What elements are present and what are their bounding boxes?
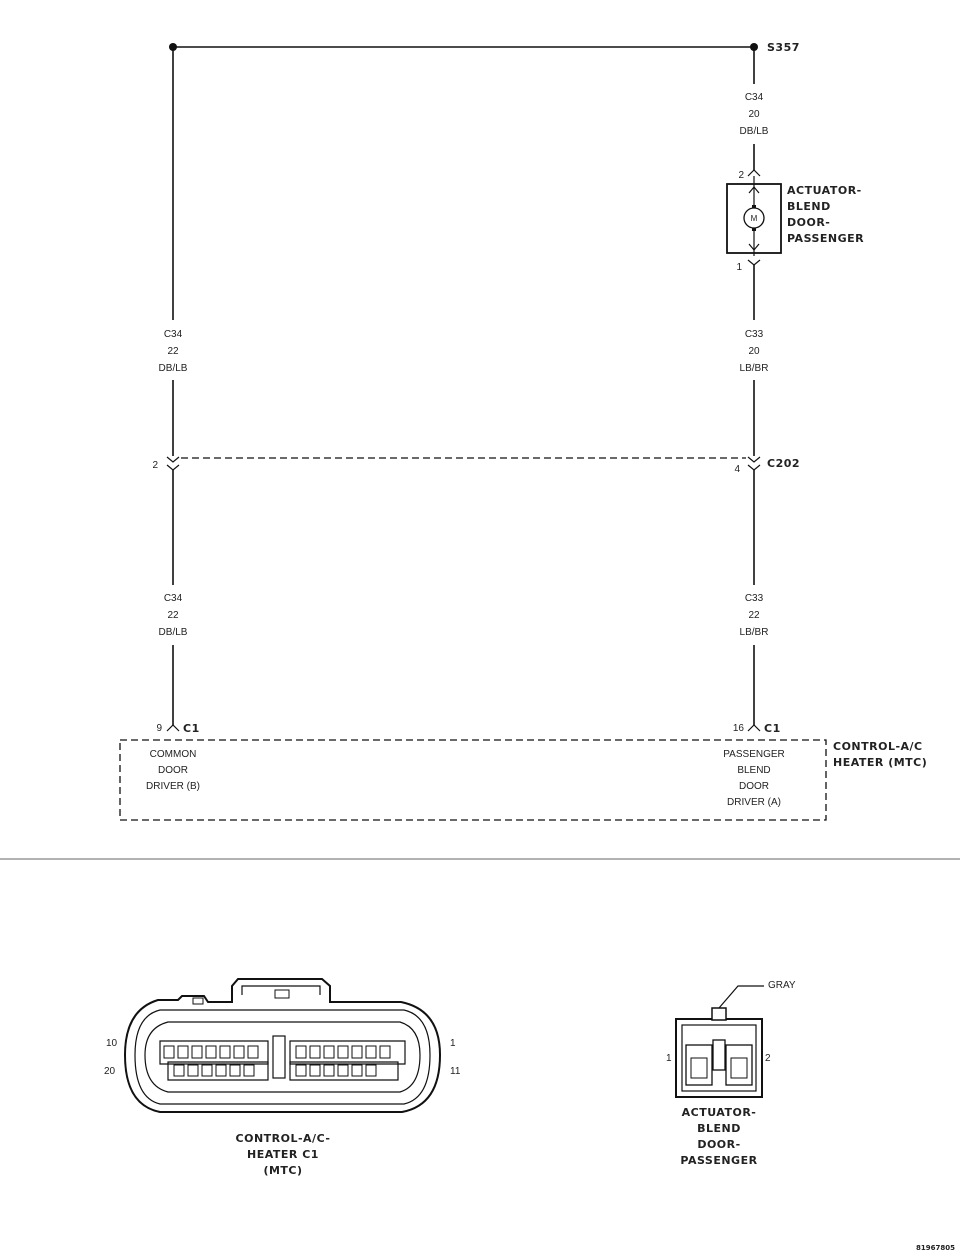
actuator-conn-pin-1: 1 (666, 1053, 672, 1064)
module-name-1: CONTROL-A/C (833, 740, 923, 753)
c202-left-pin-symbol (166, 456, 180, 471)
right-lower-circuit: C33 (745, 593, 764, 604)
left-lower-gauge: 22 (167, 610, 179, 621)
right-top-circuit: C34 (745, 92, 764, 103)
c202-right-pin-number: 4 (734, 464, 740, 475)
actuator-arrow-down (748, 243, 760, 251)
actuator-name-1: ACTUATOR- (787, 184, 862, 197)
c1-right-pin-number: 16 (733, 723, 745, 734)
c1-connector-face-view (123, 978, 442, 1113)
module-right-func-4: DRIVER (A) (727, 797, 781, 808)
c1-pin-label-11: 11 (450, 1066, 461, 1077)
actuator-pin1-symbol (747, 259, 761, 266)
c1-caption-1: CONTROL-A/C- (236, 1132, 331, 1145)
right-lower-gauge: 22 (748, 610, 760, 621)
left-lower-color: DB/LB (159, 627, 188, 638)
c1-pin-label-1: 1 (450, 1038, 456, 1049)
actuator-name-2: BLEND (787, 200, 831, 213)
module-left-func-2: DOOR (158, 765, 188, 776)
c202-right-pin-symbol (747, 456, 761, 471)
right-lower-color: LB/BR (740, 627, 769, 638)
module-name-2: HEATER (MTC) (833, 756, 927, 769)
module-right-func-3: DOOR (739, 781, 769, 792)
actuator-pin1-number: 1 (736, 262, 742, 273)
c1-left-pin-number: 9 (156, 723, 162, 734)
c1-caption-2: HEATER C1 (247, 1148, 319, 1161)
module-dashed-box (119, 739, 827, 821)
right-top-gauge: 20 (748, 109, 760, 120)
actuator-name-3: DOOR- (787, 216, 830, 229)
c1-right-pin-symbol (747, 724, 761, 732)
motor-brush-top (752, 205, 756, 208)
right-top-color: DB/LB (740, 126, 769, 137)
c1-left-pin-symbol (166, 724, 180, 732)
actuator-arrow-up (748, 186, 760, 194)
module-right-func-2: BLEND (737, 765, 770, 776)
motor-symbol: M (751, 214, 758, 223)
left-lower-circuit: C34 (164, 593, 183, 604)
actuator-caption-4: PASSENGER (680, 1154, 757, 1167)
actuator-pin2-symbol (747, 169, 761, 177)
c1-pin-label-10: 10 (106, 1038, 118, 1049)
c1-right-label: C1 (764, 722, 781, 735)
figure-id: 81967805 (916, 1244, 955, 1252)
module-right-func-1: PASSENGER (723, 749, 785, 760)
module-left-func-1: COMMON (150, 749, 197, 760)
c1-caption-3: (MTC) (263, 1164, 302, 1177)
left-upper-gauge: 22 (167, 346, 179, 357)
splice-label: S357 (767, 41, 800, 54)
left-upper-color: DB/LB (159, 363, 188, 374)
actuator-name-4: PASSENGER (787, 232, 864, 245)
right-mid-color: LB/BR (740, 363, 769, 374)
actuator-connector-color: GRAY (768, 980, 796, 991)
c202-left-pin-number: 2 (152, 460, 158, 471)
actuator-caption-3: DOOR- (697, 1138, 740, 1151)
left-upper-circuit: C34 (164, 329, 183, 340)
actuator-pin2-number: 2 (738, 170, 744, 181)
right-mid-gauge: 20 (748, 346, 760, 357)
module-left-func-3: DRIVER (B) (146, 781, 200, 792)
c1-pin-label-20: 20 (104, 1066, 116, 1077)
actuator-conn-pin-2: 2 (765, 1053, 771, 1064)
actuator-connector-face-view (675, 985, 764, 1098)
actuator-caption-1: ACTUATOR- (682, 1106, 757, 1119)
right-mid-circuit: C33 (745, 329, 764, 340)
motor-brush-bottom (752, 228, 756, 231)
actuator-caption-2: BLEND (697, 1122, 741, 1135)
c1-left-label: C1 (183, 722, 200, 735)
c202-label: C202 (767, 457, 800, 470)
